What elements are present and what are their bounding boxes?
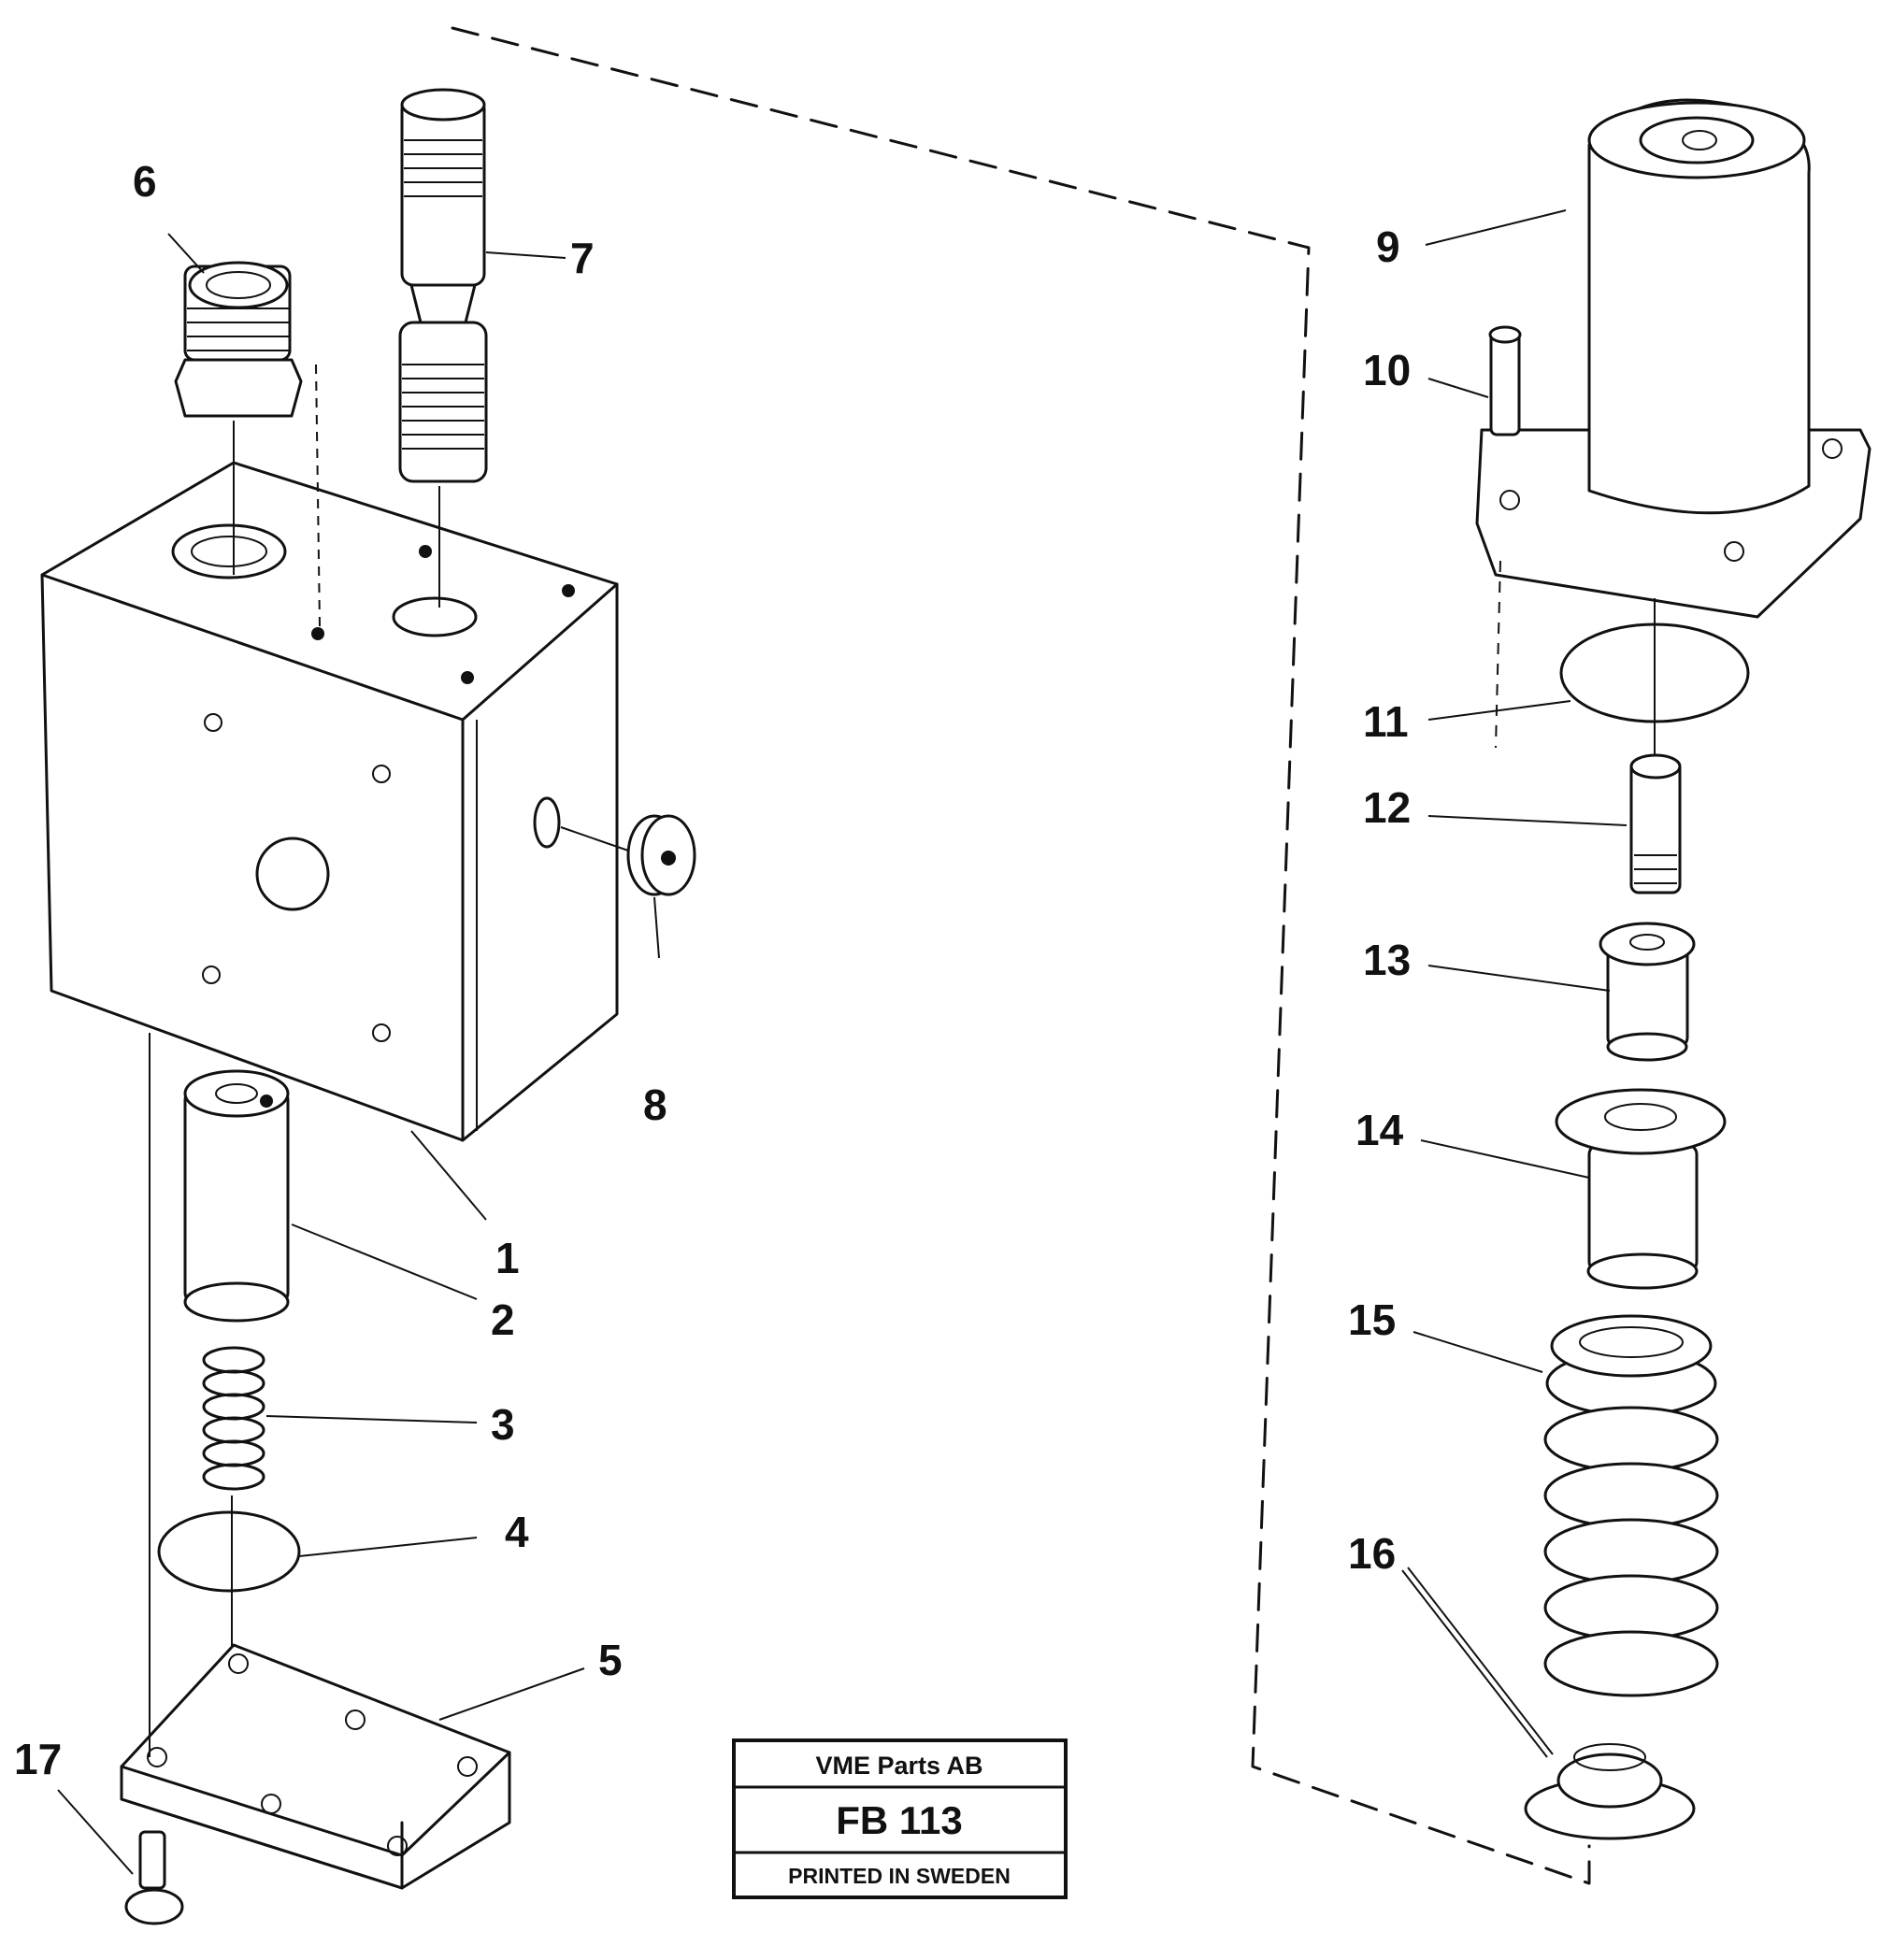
callout-7: 7 [570, 234, 595, 282]
callout-17: 17 [14, 1735, 62, 1783]
publisher-stamp: VME Parts AB FB 113 PRINTED IN SWEDEN [732, 1738, 1068, 1899]
callout-15: 15 [1348, 1295, 1396, 1344]
callout-13: 13 [1363, 936, 1411, 984]
stamp-code: FB 113 [836, 1798, 962, 1842]
part-11-o-ring [1559, 598, 1750, 766]
callout-9: 9 [1376, 222, 1400, 271]
part-17-screw [124, 1830, 184, 1925]
part-3-spring [202, 1346, 265, 1491]
part-15-spring [1543, 1314, 1719, 1697]
callout-11: 11 [1363, 697, 1409, 746]
leader-lines [57, 209, 1628, 1875]
callout-14: 14 [1355, 1106, 1404, 1154]
callout-labels: 1 2 3 4 5 6 7 8 9 10 11 12 13 14 15 16 1… [14, 157, 1411, 1783]
stamp-company: VME Parts AB [815, 1752, 982, 1780]
callout-12: 12 [1363, 783, 1411, 832]
callout-2: 2 [491, 1295, 515, 1344]
stamp-printed: PRINTED IN SWEDEN [788, 1864, 1011, 1888]
part-14-sleeve [1555, 1088, 1727, 1290]
part-10-screw [1488, 325, 1522, 749]
callout-10: 10 [1363, 346, 1411, 394]
callout-8: 8 [643, 1080, 667, 1129]
dashed-assembly-outline [451, 26, 1591, 1885]
callout-6: 6 [133, 157, 157, 206]
part-12-screw [1629, 753, 1682, 894]
part-13-bushing [1599, 922, 1696, 1062]
part-2-valve-cartridge [183, 1069, 290, 1323]
part-5-cover-plate [120, 1033, 511, 1890]
callout-4: 4 [505, 1508, 529, 1556]
part-9-solenoid-cover [1475, 98, 1871, 619]
callout-1: 1 [495, 1234, 520, 1282]
part-6-threaded-fitting [174, 261, 321, 627]
callout-16: 16 [1348, 1529, 1396, 1578]
part-7-adapter-nipple [398, 88, 488, 608]
part-8-plug [560, 814, 696, 896]
callout-5: 5 [598, 1636, 623, 1684]
part-16-spring-seat [1524, 1743, 1696, 1840]
part-1-valve-block [40, 461, 619, 1142]
callout-3: 3 [491, 1400, 515, 1449]
